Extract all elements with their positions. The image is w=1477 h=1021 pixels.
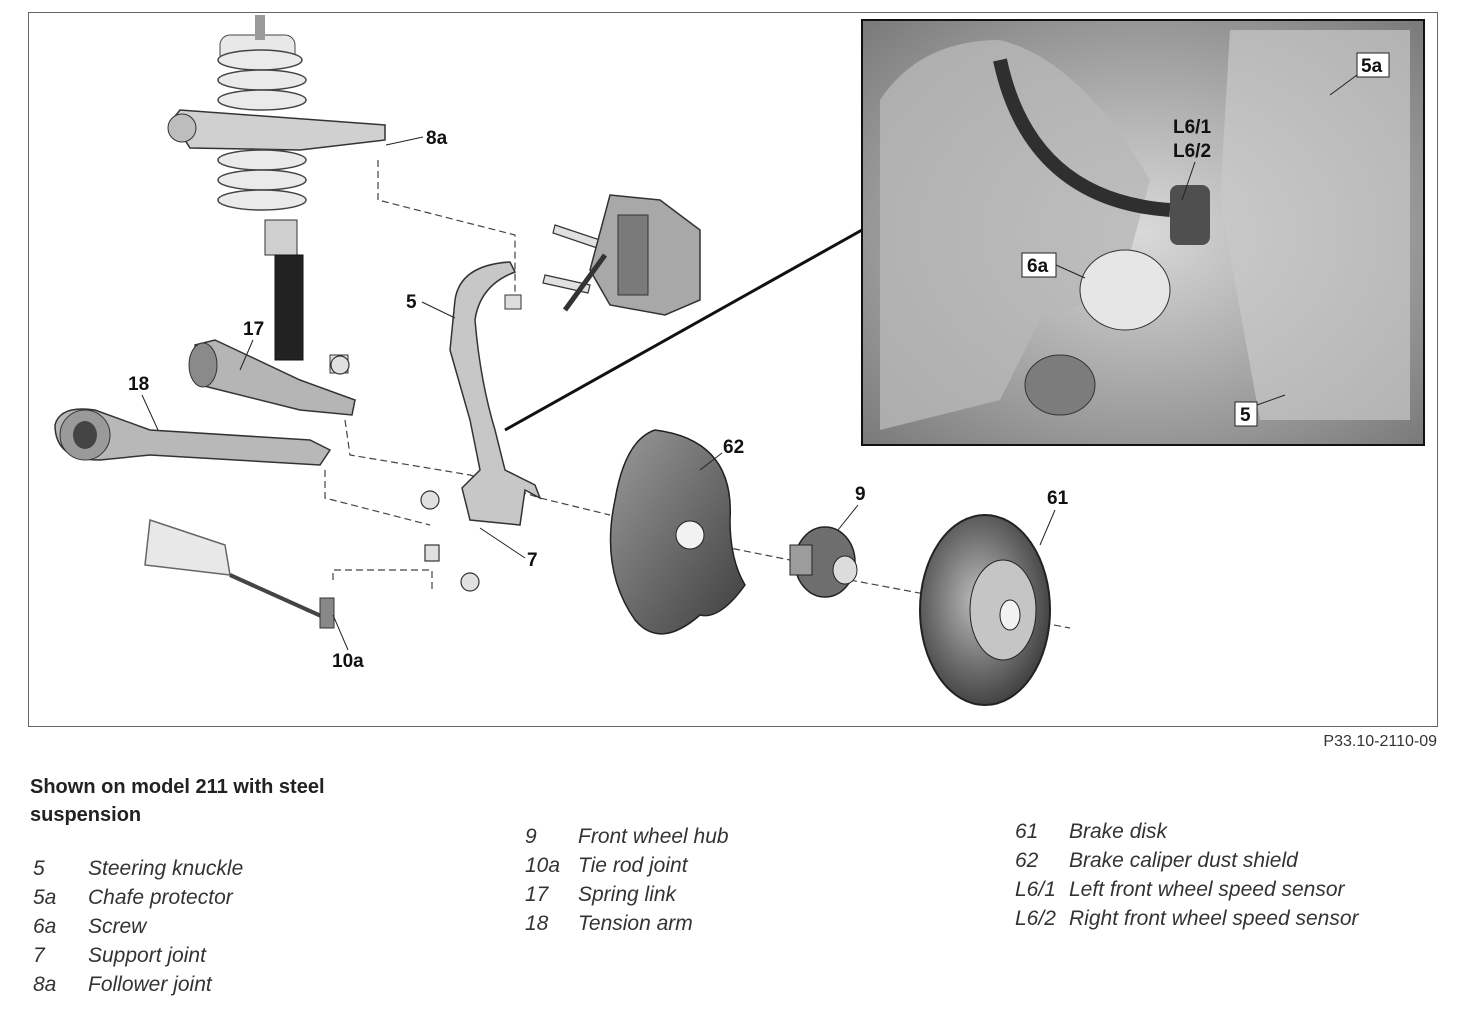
- legend-text: Screw: [88, 915, 147, 938]
- legend-number: 8a: [33, 973, 57, 996]
- legend-text: Right front wheel speed sensor: [1069, 907, 1359, 930]
- brake-disk-part: [919, 514, 1051, 706]
- callout-61: 61: [1047, 488, 1069, 509]
- callout-8a: 8a: [426, 128, 448, 149]
- photo-labels: 5a L6/1 L6/2 6a 5: [1021, 52, 1390, 427]
- legend-number: L6/1: [1015, 878, 1056, 901]
- exploded-diagram: 8a 5 17 18 62 9 61 7 10a 5a L6/1 L6/2 6a: [54, 15, 1425, 706]
- legend-number: 10a: [525, 854, 561, 877]
- legend-text: Tension arm: [578, 912, 693, 935]
- dust-shield-part: [609, 429, 746, 635]
- legend-number: 62: [1015, 849, 1039, 872]
- legend-text: Brake caliper dust shield: [1069, 849, 1298, 872]
- legend-number: 6a: [33, 915, 57, 938]
- legend-number: L6/2: [1015, 907, 1056, 930]
- inset-pointer-line: [504, 228, 863, 432]
- caption-title: Shown on model 211 with steel suspension: [30, 776, 325, 826]
- diagram-callouts: 8a 5 17 18 62 9 61 7 10a: [128, 128, 1069, 672]
- legend-text: Chafe protector: [88, 886, 233, 909]
- photo-label-l6-2: L6/2: [1173, 141, 1211, 162]
- photo-label-5a: 5a: [1361, 56, 1383, 77]
- legend-number: 17: [525, 883, 549, 906]
- legend-number: 5a: [33, 886, 57, 909]
- legend-text: Spring link: [578, 883, 677, 906]
- legend-text: Tie rod joint: [578, 854, 688, 877]
- legend-number: 7: [33, 944, 45, 967]
- photo-label-6a: 6a: [1027, 256, 1049, 277]
- legend-text: Brake disk: [1069, 820, 1168, 843]
- legend-text: Steering knuckle: [88, 857, 244, 880]
- callout-9: 9: [855, 484, 866, 505]
- wheel-hub-part: [789, 526, 858, 598]
- legend-number: 18: [525, 912, 549, 935]
- legend-text: Follower joint: [88, 973, 212, 996]
- inset-photo: [861, 19, 1425, 446]
- legend-text: Front wheel hub: [578, 825, 729, 848]
- figure-frame: [28, 12, 1438, 727]
- legend-text: Support joint: [88, 944, 206, 967]
- callout-10a: 10a: [332, 651, 364, 672]
- legend-number: 5: [33, 857, 45, 880]
- tie-rod-part: [144, 518, 335, 629]
- legend-text: Left front wheel speed sensor: [1069, 878, 1345, 901]
- photo-label-5: 5: [1240, 405, 1251, 426]
- callout-7: 7: [527, 550, 538, 571]
- callout-18: 18: [128, 374, 149, 395]
- tension-arm-part: [54, 408, 332, 466]
- steering-knuckle-part: [449, 261, 542, 526]
- callout-5: 5: [406, 292, 417, 313]
- figure-reference-code: P33.10-2110-09: [1323, 733, 1437, 750]
- callout-17: 17: [243, 319, 264, 340]
- strut-assembly: [167, 15, 386, 361]
- legend-number: 61: [1015, 820, 1039, 843]
- legend-number: 9: [525, 825, 537, 848]
- spring-link-part: [188, 339, 356, 416]
- photo-label-l6-1: L6/1: [1173, 117, 1211, 138]
- callout-62: 62: [723, 437, 744, 458]
- brake-caliper-part: [562, 194, 701, 316]
